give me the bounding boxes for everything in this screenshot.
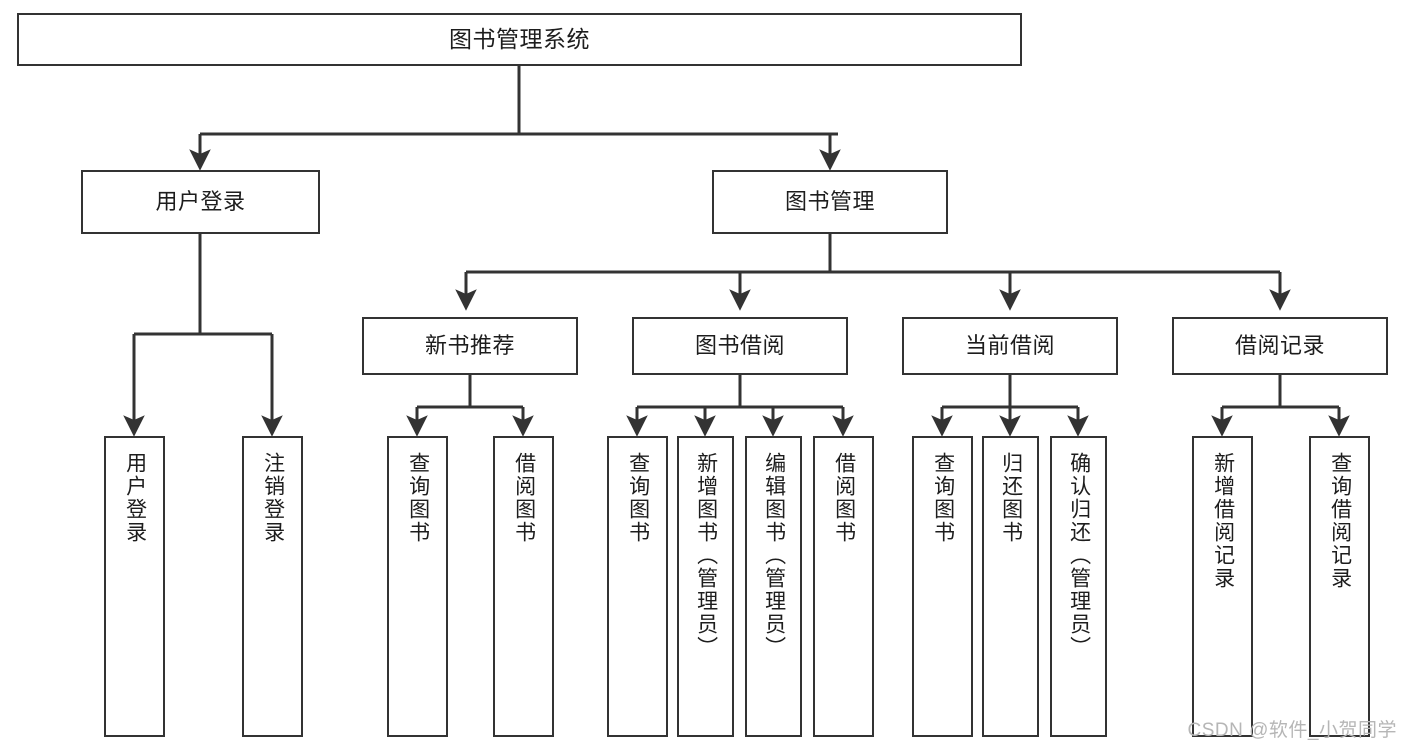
leaf-book-borrow-borrow[interactable]: 借阅图书 (813, 436, 874, 737)
node-label: 用户登录 (155, 189, 246, 215)
node-label: 新增图书（管理员） (694, 452, 718, 659)
node-label: 查询图书 (626, 452, 650, 544)
node-label: 当前借阅 (964, 333, 1055, 359)
node-label: 图书管理 (784, 189, 875, 215)
leaf-book-borrow-query[interactable]: 查询图书 (607, 436, 668, 737)
leaf-current-borrow-query[interactable]: 查询图书 (912, 436, 973, 737)
node-label: 借阅图书 (832, 452, 856, 544)
node-book-management[interactable]: 图书管理 (712, 170, 948, 234)
leaf-user-login-logout[interactable]: 注销登录 (242, 436, 303, 737)
node-label: 编辑图书（管理员） (762, 452, 786, 659)
leaf-borrow-record-query[interactable]: 查询借阅记录 (1309, 436, 1370, 737)
leaf-book-borrow-add-admin[interactable]: 新增图书（管理员） (677, 436, 734, 737)
node-label: 查询图书 (406, 452, 430, 544)
node-label: 新书推荐 (424, 333, 515, 359)
leaf-current-borrow-return[interactable]: 归还图书 (982, 436, 1039, 737)
node-label: 借阅记录 (1234, 333, 1325, 359)
node-label: 用户登录 (123, 452, 147, 544)
leaf-new-book-query[interactable]: 查询图书 (387, 436, 448, 737)
node-label: 新增借阅记录 (1211, 452, 1235, 590)
watermark-text: CSDN @软件_小贺同学 (1187, 720, 1397, 741)
leaf-user-login-login[interactable]: 用户登录 (104, 436, 165, 737)
node-label: 查询借阅记录 (1328, 452, 1352, 590)
node-label: 注销登录 (261, 452, 285, 544)
node-book-borrowing[interactable]: 图书借阅 (632, 317, 848, 375)
node-borrow-records[interactable]: 借阅记录 (1172, 317, 1388, 375)
leaf-current-borrow-confirm-admin[interactable]: 确认归还（管理员） (1050, 436, 1107, 737)
leaf-book-borrow-edit-admin[interactable]: 编辑图书（管理员） (745, 436, 802, 737)
node-label: 图书借阅 (694, 333, 785, 359)
leaf-new-book-borrow[interactable]: 借阅图书 (493, 436, 554, 737)
node-label: 借阅图书 (512, 452, 536, 544)
node-label: 确认归还（管理员） (1067, 452, 1091, 659)
node-user-login[interactable]: 用户登录 (81, 170, 320, 234)
node-current-borrowing[interactable]: 当前借阅 (902, 317, 1118, 375)
node-root-library-system[interactable]: 图书管理系统 (17, 13, 1022, 66)
node-new-book-recommendation[interactable]: 新书推荐 (362, 317, 578, 375)
node-label: 查询图书 (931, 452, 955, 544)
node-label: 图书管理系统 (449, 26, 590, 53)
leaf-borrow-record-add[interactable]: 新增借阅记录 (1192, 436, 1253, 737)
node-label: 归还图书 (999, 452, 1023, 544)
